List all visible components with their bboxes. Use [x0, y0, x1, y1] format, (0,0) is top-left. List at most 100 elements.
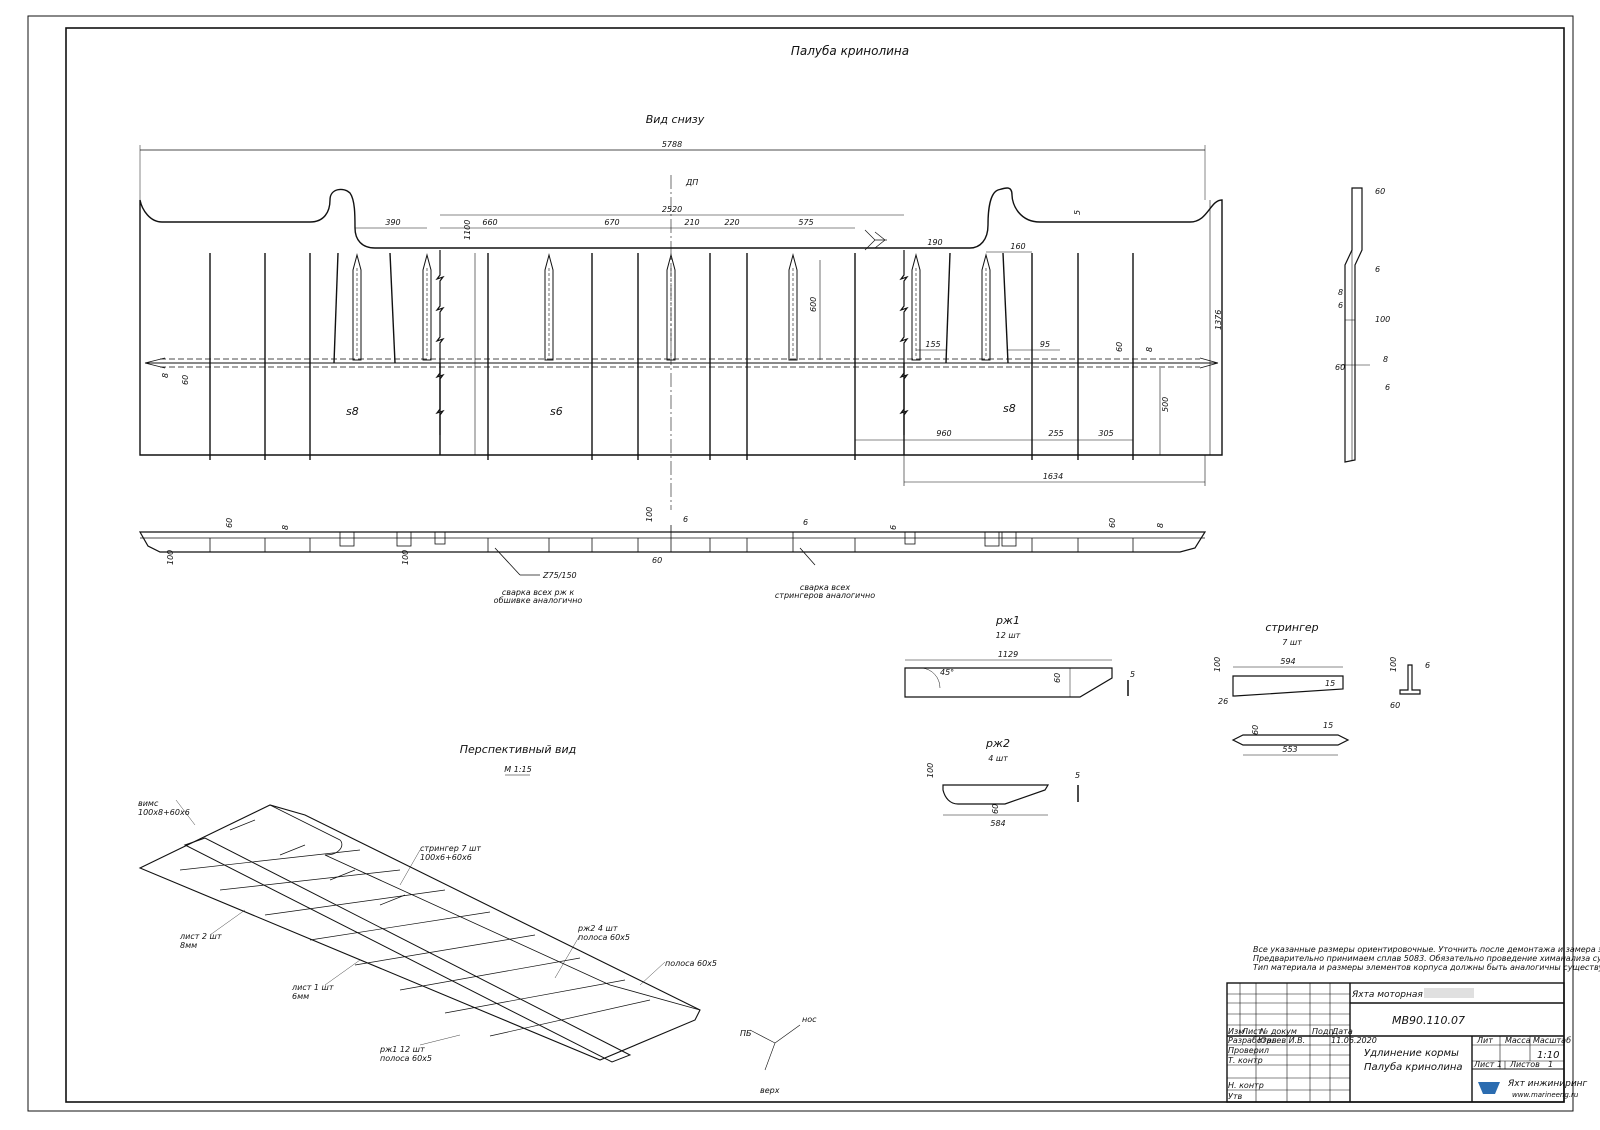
stamp-mass: Масса [1505, 1036, 1531, 1045]
dim-960: 960 [936, 429, 951, 438]
label-list1-2: 6мм [292, 992, 309, 1001]
thickness-s8-right: s8 [1003, 402, 1016, 415]
dim-2520: 2520 [662, 205, 682, 214]
section-note-left-1: сварка всех рж к [502, 588, 575, 597]
stamp-company: Яхт инжиниринг [1507, 1079, 1588, 1089]
part-stringer: стрингер 7 шт 594 100 15 26 553 60 15 10… [1213, 621, 1430, 756]
centerline-label: ДП [685, 178, 698, 187]
stamp-sheets: Листов [1509, 1060, 1540, 1069]
stringer-qty: 7 шт [1282, 638, 1302, 647]
section-view: 60 8 100 100 100 6 60 6 6 60 8 Z75/150 с… [138, 507, 1207, 605]
stamp-col-date: Дата [1331, 1027, 1353, 1036]
dim-210: 210 [684, 218, 699, 227]
section-dim-8: 8 [281, 525, 290, 530]
dim-5: 5 [1073, 210, 1082, 215]
dim-160: 160 [1010, 242, 1025, 251]
perspective-scale: М 1:15 [504, 765, 531, 774]
label-stringer-1: стрингер 7 шт [420, 844, 481, 853]
part-rzh1: рж1 12 шт 1129 60 5 45° [904, 614, 1135, 698]
outer-frame [27, 15, 1574, 1112]
rzh2-h1: 100 [926, 763, 935, 778]
section-dim-6-b: 6 [803, 518, 808, 527]
stringer-w15a: 15 [1325, 679, 1335, 688]
deck-outline [139, 187, 1223, 456]
stringer-w26: 26 [1218, 697, 1228, 706]
dim-1100: 1100 [463, 220, 472, 240]
section-dim-6-a: 6 [683, 515, 688, 524]
side-view: 60 6 8 6 100 60 8 6 [1335, 187, 1390, 463]
rzh2-name: рж2 [985, 737, 1010, 750]
label-rzh1-1: рж1 12 шт [379, 1045, 425, 1054]
axis-pb: ПБ [740, 1029, 752, 1038]
part-rzh2: рж2 4 шт 100 60 584 5 [926, 737, 1080, 828]
rzh1-thick: 5 [1130, 670, 1135, 679]
stamp-role-check: Проверил [1228, 1046, 1269, 1055]
stringer-len1: 594 [1280, 657, 1295, 666]
section-note-left-2: обшивке аналогично [494, 596, 583, 605]
dim-255: 255 [1048, 429, 1063, 438]
stamp-site: www.marineeng.ru [1512, 1091, 1579, 1099]
section-dim-6-c: 6 [889, 525, 898, 530]
stamp-sheets-no: 1 [1548, 1060, 1553, 1069]
dim-390: 390 [385, 218, 400, 227]
stamp-role-utv: Утв [1228, 1092, 1243, 1101]
section-dim-100-c: 100 [645, 507, 654, 522]
stamp-project: Яхта моторная [1351, 990, 1423, 1000]
section-weld-code: Z75/150 [542, 571, 577, 580]
rzh2-length: 584 [990, 819, 1005, 828]
stringer-name: стрингер [1265, 621, 1318, 634]
bottom-view-label: Вид снизу [646, 113, 705, 126]
rzh1-name: рж1 [995, 614, 1020, 627]
stamp-scale-header: Масштаб [1533, 1036, 1571, 1045]
inner-frame [65, 27, 1565, 1103]
stamp-role-ncontr: Н. контр [1228, 1081, 1264, 1090]
dim-220: 220 [724, 218, 739, 227]
side-dim-8-a: 8 [1338, 288, 1343, 297]
title-block: Изм Лист № докум Подп Дата Разработал Пр… [1226, 982, 1588, 1103]
section-note-right-1: сварка всех [800, 583, 850, 592]
stringer-w60: 60 [1251, 725, 1260, 735]
stamp-sheet-no: 1 [1497, 1060, 1502, 1069]
section-dim-100-a: 100 [166, 550, 175, 565]
label-vims-1: вимс [138, 799, 159, 808]
rzh1-length: 1129 [998, 650, 1018, 659]
dim-500: 500 [1161, 397, 1170, 412]
perspective-view: Перспективный вид М 1:15 вимс 100х8+60х6… [138, 743, 817, 1095]
rzh2-qty: 4 шт [988, 754, 1008, 763]
stringer-prof-60: 60 [1390, 701, 1400, 710]
label-stringer-2: 100х6+60х6 [420, 853, 472, 862]
side-dim-8-b: 8 [1383, 355, 1388, 364]
label-vims-2: 100х8+60х6 [138, 808, 190, 817]
stringer-h: 100 [1213, 657, 1222, 672]
side-dim-100: 100 [1375, 315, 1390, 324]
stamp-role-tcontr: Т. контр [1228, 1056, 1263, 1065]
dim-1376: 1376 [1214, 310, 1223, 330]
stamp-name-2: Палуба кринолина [1364, 1061, 1463, 1073]
stamp-col-doc: № докум [1259, 1027, 1297, 1036]
section-dim-60-c: 60 [1108, 518, 1117, 528]
axis-verh: верх [760, 1086, 780, 1095]
note-2: Предварительно принимаем сплав 5083. Обя… [1253, 954, 1600, 963]
dim-95: 95 [1040, 340, 1050, 349]
stamp-scale: 1:10 [1537, 1050, 1559, 1061]
stringer-w15b: 15 [1323, 721, 1333, 730]
company-logo-icon [1478, 1082, 1500, 1094]
rzh2-h2: 60 [991, 804, 1000, 814]
side-dim-6-c: 6 [1385, 383, 1390, 392]
side-dim-6-b: 6 [1338, 301, 1343, 310]
dim-575: 575 [798, 218, 813, 227]
dim-60-right: 60 [1115, 342, 1124, 352]
side-dim-60-b: 60 [1335, 363, 1345, 372]
axes-icon [749, 1024, 801, 1071]
stamp-lit: Лит [1476, 1036, 1493, 1045]
label-rzh2-2: полоса 60х5 [578, 933, 630, 942]
stringer-prof-6: 6 [1425, 661, 1430, 670]
stamp-code: МВ90.110.07 [1392, 1014, 1465, 1027]
stamp-role-dev: Разработал [1228, 1036, 1276, 1045]
sheet-title: Палуба кринолина [791, 44, 909, 58]
label-list2-1: лист 2 шт [179, 932, 222, 941]
notes: Все указанные размеры ориентировочные. У… [1253, 945, 1600, 972]
section-dim-100-b: 100 [401, 550, 410, 565]
redacted-block [1424, 988, 1474, 998]
dim-660: 660 [482, 218, 497, 227]
